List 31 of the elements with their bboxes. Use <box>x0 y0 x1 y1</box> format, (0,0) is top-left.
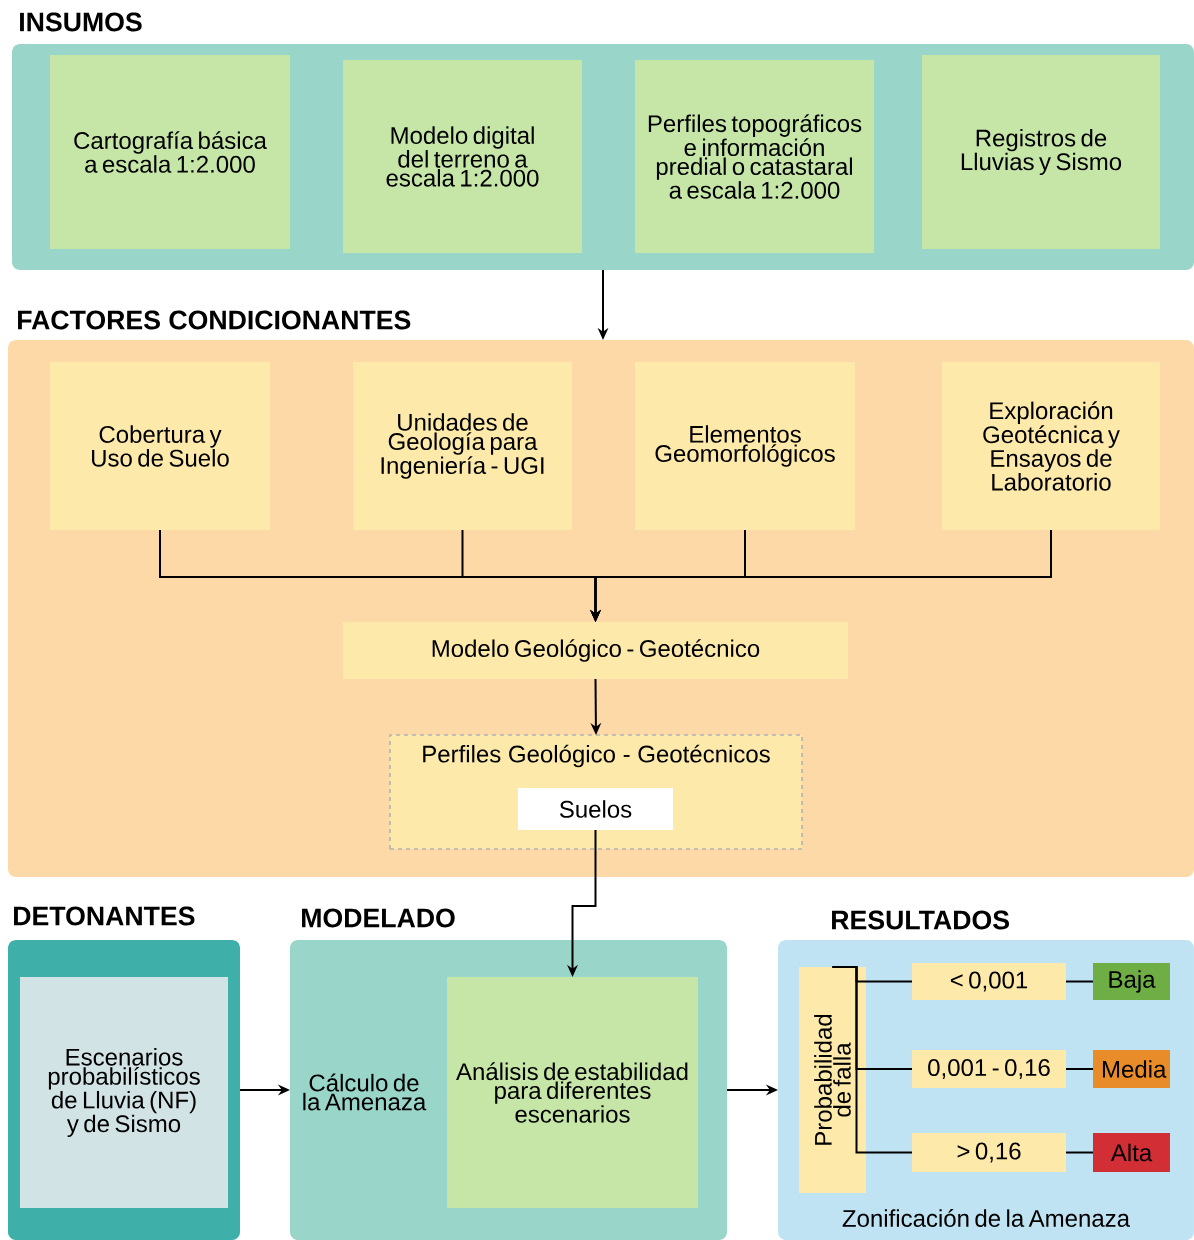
panel-text: Zonificación de la Amenaza <box>842 1209 1130 1227</box>
process-box: Elementos Geomorfológicos <box>635 362 855 530</box>
process-box: Análisis de estabilidad para diferentes escenarios <box>447 977 698 1208</box>
connector-line <box>1065 1151 1094 1154</box>
process-box: < 0,001 <box>912 963 1066 1000</box>
process-box: Alta <box>1093 1133 1170 1172</box>
section-heading: RESULTADOS <box>832 910 1009 930</box>
section-heading: FACTORES CONDICIONANTES <box>18 310 411 330</box>
process-box: Modelo digital del terreno a escala 1:2.000 <box>343 60 582 253</box>
group-heading: Perfiles Geológico - Geotécnicos <box>423 744 770 768</box>
section-heading: DETONANTES <box>14 906 195 926</box>
process-box: > 0,16 <box>912 1133 1066 1172</box>
connector-line <box>1065 1068 1094 1070</box>
process-box: Unidades de Geología para Ingeniería - UGI <box>353 362 572 530</box>
section-heading: MODELADO <box>302 908 455 928</box>
process-box: Media <box>1093 1050 1170 1088</box>
connector-line <box>831 966 913 1154</box>
process-box: Exploración Geotécnica y Ensayos de Laboratorio <box>942 362 1160 530</box>
process-box: Baja <box>1093 963 1170 1000</box>
panel-text: Cálculo de la Amenaza <box>303 1073 427 1111</box>
section-heading: INSUMOS <box>20 12 142 32</box>
process-box: 0,001 - 0,16 <box>912 1050 1066 1088</box>
process-box: Modelo Geológico - Geotécnico <box>343 622 848 679</box>
label-box: Probabilidad de falla <box>799 967 866 1193</box>
process-box: Suelos <box>518 788 673 830</box>
process-box: Escenarios probabilísticos de Lluvia (NF) y de Sismo <box>20 977 228 1208</box>
process-box: Registros de Lluvias y Sismo <box>922 55 1160 249</box>
process-box: Perfiles topográficos e información predial o catastaral a escala 1:2.000 <box>635 60 874 253</box>
connector-line <box>1065 980 1094 983</box>
process-box: Cobertura y Uso de Suelo <box>50 362 270 530</box>
process-box: Cartografía básica a escala 1:2.000 <box>50 55 290 249</box>
